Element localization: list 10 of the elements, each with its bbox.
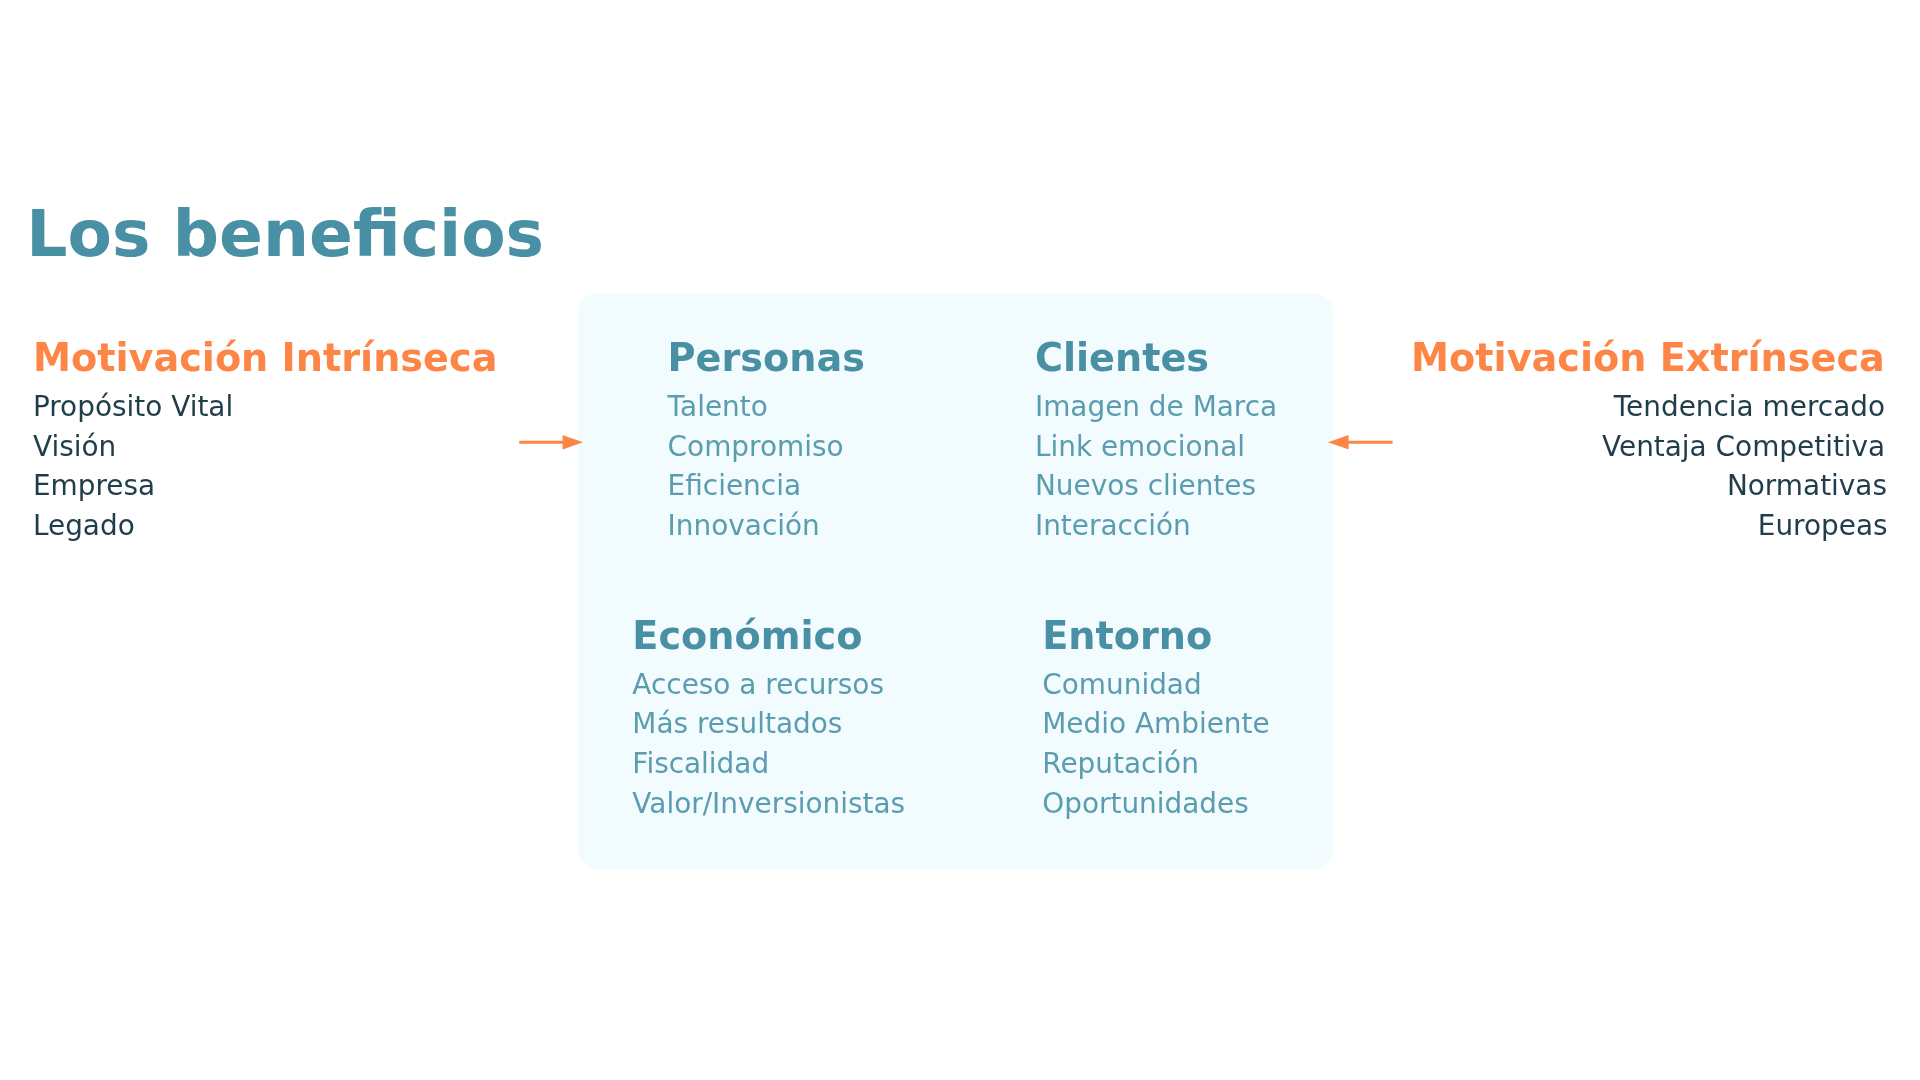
arrow [1328, 435, 1393, 450]
cluster [578, 293, 1334, 870]
node-text: Motivación Extrínseca Tendencia mercado Ventaja Competitiva Normativas Europeas [1411, 336, 1888, 543]
diagram-title: Los beneficios [26, 196, 545, 271]
node-text: Clientes Imagen de Marca Link emocional Nuevos clientes Interacción [1034, 336, 1278, 543]
arrow [519, 435, 584, 450]
node-text: Personas Talento Compromiso Eficiencia Innovación [667, 336, 865, 543]
node-text: Motivación Intrínseca Propósito Vital Visión Empresa Legado [32, 336, 498, 543]
node-text: Económico Acceso a recursos Más resultados Fiscalidad Valor/Inversionistas [632, 614, 906, 820]
node-text: Entorno Comunidad Medio Ambiente Reputación Oportunidades [1042, 614, 1270, 820]
